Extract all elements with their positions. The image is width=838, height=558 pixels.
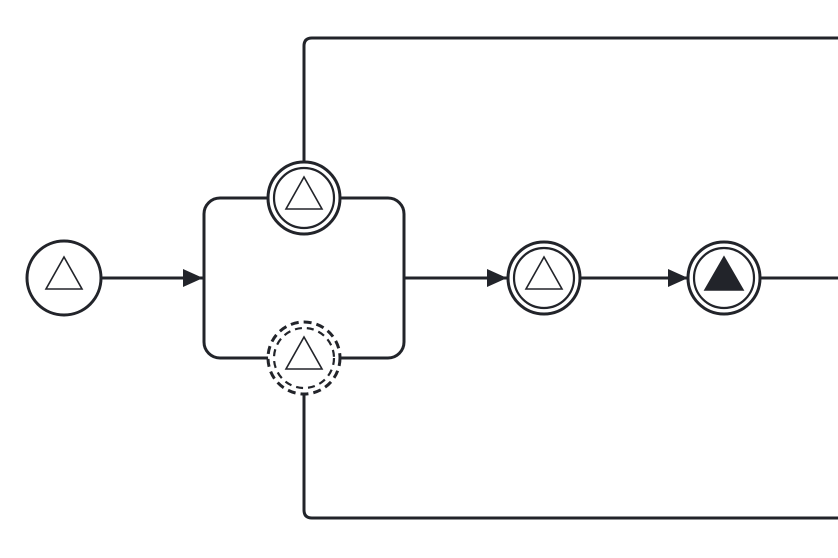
signal-outline-icon (44, 255, 84, 290)
signal-intermediate-throw-event[interactable] (686, 240, 762, 316)
signal-filled-icon (703, 255, 745, 291)
signal-outline-icon (284, 175, 324, 210)
signal-boundary-event-non-interrupting[interactable] (266, 320, 342, 396)
signal-outline-icon (284, 335, 324, 370)
sequence-flow-boundary-bottom[interactable] (302, 394, 838, 520)
signal-boundary-event-interrupting[interactable] (266, 160, 342, 236)
sequence-flow-boundary-top[interactable] (302, 36, 838, 162)
signal-outline-icon (524, 255, 564, 290)
signal-start-event[interactable] (25, 239, 103, 317)
signal-intermediate-catch-event[interactable] (506, 240, 582, 316)
